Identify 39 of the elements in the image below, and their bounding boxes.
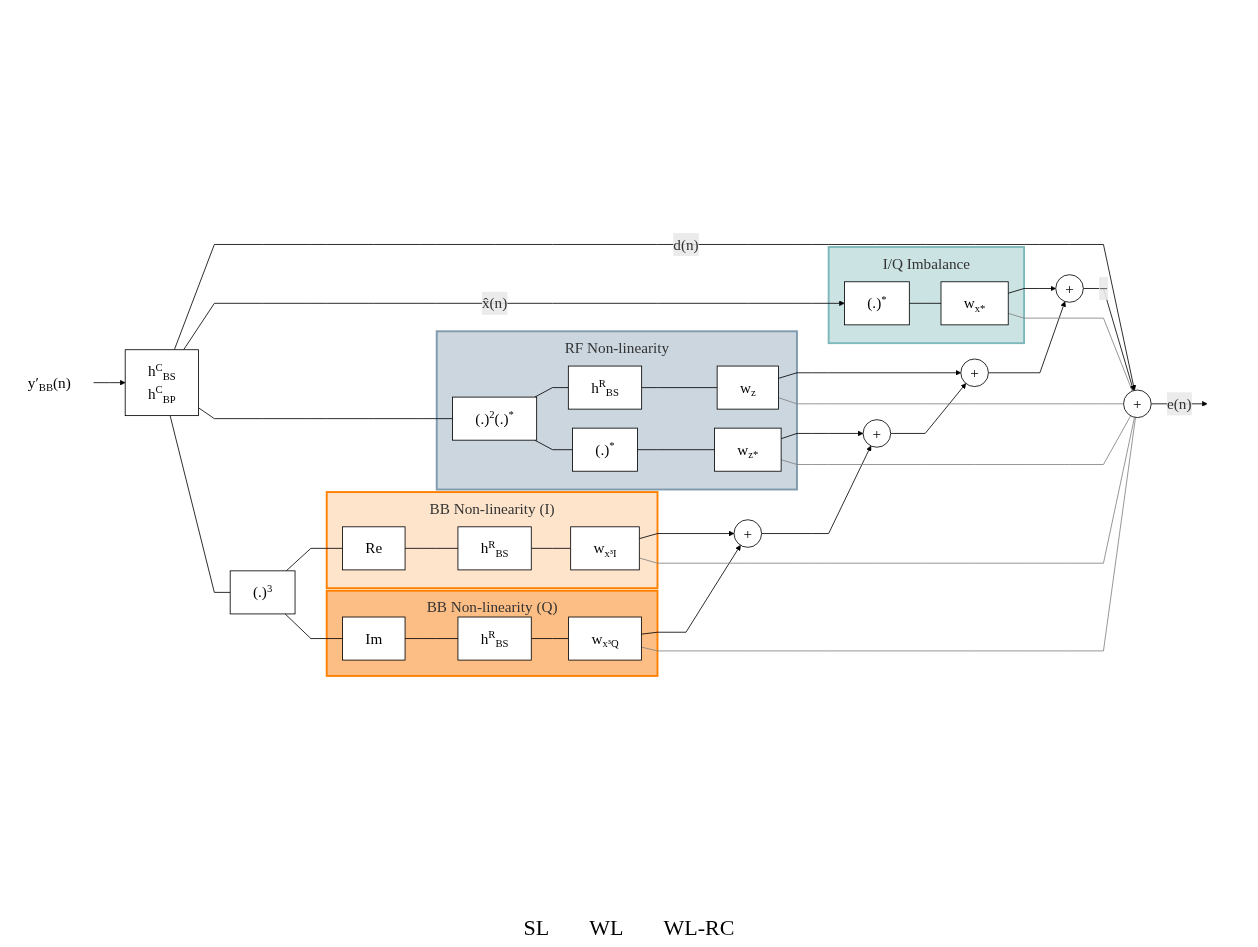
node-box: (.)$^{*}$ bbox=[572, 427, 638, 472]
connector bbox=[530, 547, 572, 549]
connector bbox=[641, 387, 718, 388]
node-circle: + bbox=[862, 419, 892, 448]
connector bbox=[404, 638, 459, 639]
node-box: Re bbox=[342, 526, 406, 571]
node-box: (.)$^{2}$(.)$^{*}$ bbox=[452, 396, 538, 441]
node-circle: + bbox=[733, 519, 762, 548]
connector bbox=[534, 387, 569, 398]
node-box: w$_{z*}$ bbox=[714, 427, 782, 472]
connector bbox=[778, 397, 1124, 405]
connector bbox=[285, 547, 343, 572]
connector bbox=[198, 407, 453, 420]
edge-label: d(n) bbox=[673, 236, 699, 253]
edge-label: x̂(n) bbox=[481, 295, 508, 312]
connector bbox=[404, 547, 459, 549]
node-circle: + bbox=[960, 358, 989, 387]
node-circle: + bbox=[1055, 274, 1084, 303]
node-text: y′$_{BB}$(n) bbox=[27, 374, 71, 394]
node-box: w$_{x³I}$ bbox=[570, 526, 640, 571]
node-circle: + bbox=[1123, 389, 1152, 419]
signal-label: SL bbox=[523, 915, 550, 941]
connector bbox=[169, 415, 231, 593]
signal-label: WL bbox=[589, 915, 624, 941]
connector bbox=[637, 449, 715, 451]
connector bbox=[1007, 312, 1133, 392]
node-box: w$_{z}$ bbox=[716, 365, 779, 410]
connector bbox=[534, 439, 573, 451]
connector bbox=[530, 638, 569, 639]
node-box: Im bbox=[342, 616, 406, 661]
node-box: (.)$^{3}$ bbox=[229, 570, 296, 615]
node-box: (.)$^{*}$ bbox=[844, 281, 910, 326]
signal-label: WL-RC bbox=[663, 915, 735, 941]
node-box: w$_{x*}$ bbox=[940, 281, 1009, 326]
connector bbox=[284, 613, 343, 639]
edge-label: e(n) bbox=[1167, 395, 1192, 413]
edge-label: − bbox=[1099, 280, 1108, 297]
connector bbox=[908, 302, 942, 304]
node-box: w$_{x³Q}$ bbox=[568, 616, 642, 661]
